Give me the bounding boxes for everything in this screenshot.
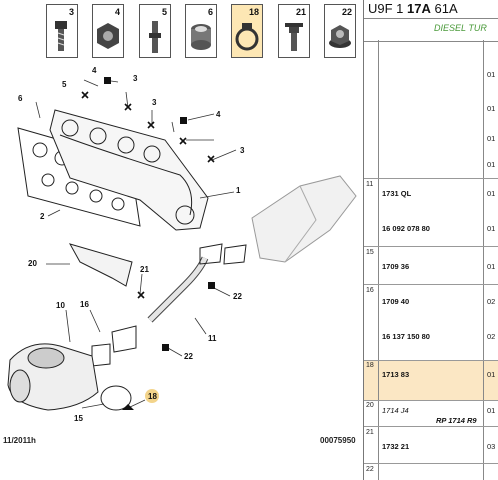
row-qty: 01 [487, 189, 496, 198]
model-code: U9F 1 17A 61A [368, 1, 458, 16]
icon-cell-number: 22 [341, 7, 352, 17]
icon-cell-3[interactable]: 3 [46, 4, 78, 58]
callout-3: 3 [133, 74, 138, 83]
callout-21: 21 [140, 265, 149, 274]
icon-cell-number: 3 [68, 7, 74, 17]
row-divider [364, 246, 498, 247]
icon-cell-18[interactable]: 18 [231, 4, 263, 58]
icon-cell-5[interactable]: 5 [139, 4, 171, 58]
sleeve-icon [191, 24, 211, 50]
row-qty: 01 [487, 134, 496, 143]
icon-cell-6[interactable]: 6 [185, 4, 217, 58]
callout-4: 4 [92, 66, 97, 75]
part-ref[interactable]: 1709 36 [382, 262, 410, 271]
model-code-prefix: U9F 1 [368, 1, 408, 16]
row-divider [364, 426, 498, 427]
callout-5: 5 [62, 80, 67, 89]
callout-18[interactable]: 18 [148, 392, 157, 401]
callout-1: 1 [236, 186, 241, 195]
part-ref[interactable]: 1713 83 [382, 370, 410, 379]
row-qty: 01 [487, 160, 496, 169]
part-ref[interactable]: 1731 QL [382, 189, 412, 198]
row-divider [364, 284, 498, 285]
flange-nut-icon [329, 25, 351, 48]
callout-16: 16 [80, 300, 89, 309]
section-title-bar: DIESEL TUR [364, 18, 498, 42]
callout-20: 20 [28, 259, 37, 268]
icon-cell-number: 5 [161, 7, 167, 17]
section-title: DIESEL TUR [434, 23, 487, 33]
icon-cell-22[interactable]: 22 [324, 4, 356, 58]
row-divider [364, 178, 498, 179]
row-number: 18 [366, 362, 374, 369]
row-qty: 03 [487, 442, 496, 451]
model-code-bold: 17A [407, 1, 431, 16]
callout-2: 2 [40, 212, 45, 221]
icon-cell-4[interactable]: 4 [92, 4, 124, 58]
col-divider [378, 40, 379, 480]
exhaust-manifold [49, 109, 209, 231]
row-divider [364, 400, 498, 401]
row-number: 20 [366, 402, 374, 409]
exhaust-assembly-drawing [7, 77, 357, 411]
row-qty: 01 [487, 370, 496, 379]
row-number: 21 [366, 429, 374, 436]
model-code-suffix: 61A [430, 1, 458, 16]
row-divider [364, 463, 498, 464]
icon-cell-number: 4 [114, 7, 120, 17]
row-qty: 02 [487, 297, 496, 306]
row-divider [364, 360, 498, 361]
callout-10: 10 [56, 301, 65, 310]
exploded-parts-diagram: 3 4 5 6 [3, 4, 357, 445]
bracket [68, 243, 133, 287]
icon-cell-21[interactable]: 21 [278, 4, 310, 58]
row-qty: 02 [487, 332, 496, 341]
row-qty: 01 [487, 104, 496, 113]
callout-22: 22 [233, 292, 242, 301]
row-number: 11 [366, 181, 374, 188]
part-ref[interactable]: 1709 40 [382, 297, 410, 306]
row-qty: 01 [487, 70, 496, 79]
callout-18-highlight [145, 389, 159, 403]
replacement-ref[interactable]: RP 1714 R9 [436, 416, 477, 425]
footer-date: 11/2011h [3, 436, 36, 445]
icon-cell-number: 18 [248, 7, 259, 17]
part-ref[interactable]: 16 137 150 80 [382, 332, 430, 341]
particulate-filter [251, 175, 357, 263]
parts-table: U9F 1 17A 61A DIESEL TUR 01 01 01 01 11 … [363, 0, 498, 480]
part-ref[interactable]: 16 092 078 80 [382, 224, 430, 233]
selected-row-highlight [364, 360, 498, 400]
row-qty: 01 [487, 262, 496, 271]
callout-6: 6 [18, 94, 23, 103]
callout-3: 3 [152, 98, 157, 107]
nut-icon [97, 23, 119, 49]
flange-bolt-icon [285, 23, 303, 51]
icon-cell-number: 6 [207, 7, 213, 17]
part-ref[interactable]: 1714 J4 [382, 406, 409, 415]
callout-4: 4 [216, 110, 221, 119]
row-number: 16 [366, 287, 374, 294]
callout-22: 22 [184, 352, 193, 361]
clamp-icon [235, 23, 259, 51]
callout-15: 15 [74, 414, 83, 423]
bolt-icon [55, 21, 67, 51]
row-number: 15 [366, 249, 374, 256]
row-qty: 01 [487, 406, 496, 415]
footer-ref: 00075950 [320, 436, 356, 445]
stud-icon [149, 21, 161, 53]
col-divider [483, 40, 484, 480]
callout-11: 11 [208, 334, 217, 343]
row-number: 22 [366, 466, 374, 473]
callout-3: 3 [240, 146, 245, 155]
part-ref[interactable]: 1732 21 [382, 442, 410, 451]
row-qty: 01 [487, 224, 496, 233]
icon-cell-number: 21 [295, 7, 306, 17]
